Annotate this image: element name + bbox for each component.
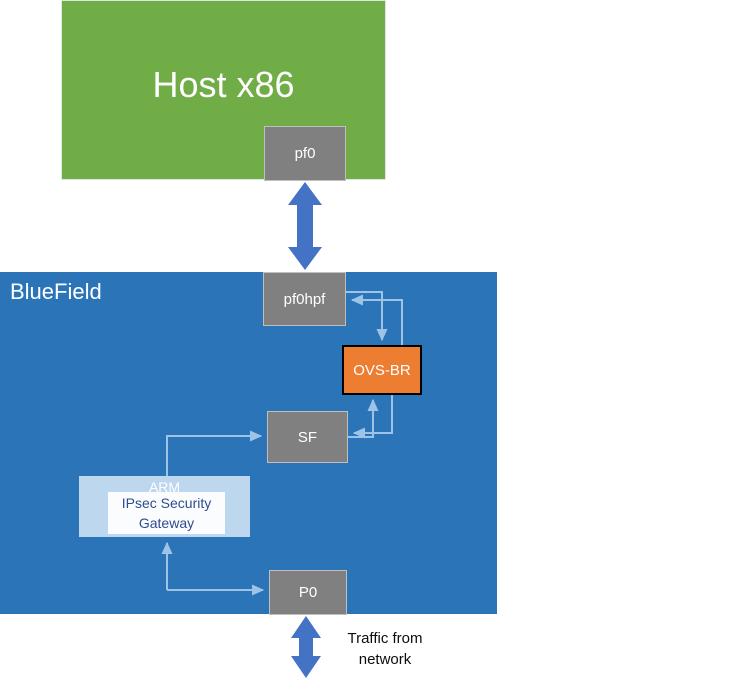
host-x86-label: Host x86 [152,64,295,105]
bluefield-label: BlueField [10,279,102,304]
host-x86-container: Host x86 [61,0,386,180]
ovs-bridge-label: OVS-BR [353,361,411,379]
port-p0[interactable]: P0 [269,570,347,615]
port-sf[interactable]: SF [267,411,348,463]
arm-container[interactable]: ARM IPsec Security Gateway [79,476,250,537]
double-arrow-network-p0 [291,616,321,678]
port-pf0hpf[interactable]: pf0hpf [263,272,346,326]
port-pf0-label: pf0 [294,145,316,162]
double-arrow-pf0-pf0hpf [288,182,322,270]
port-p0-label: P0 [298,584,318,601]
port-pf0hpf-label: pf0hpf [283,290,326,308]
port-pf0[interactable]: pf0 [264,126,346,181]
ipsec-security-gateway-label: IPsec Security Gateway [121,495,212,531]
ipsec-security-gateway-node[interactable]: IPsec Security Gateway [108,492,225,534]
traffic-from-network-label: Traffic from network [347,630,423,668]
bluefield-container [0,272,497,614]
port-sf-label: SF [297,428,318,446]
ovs-bridge-node[interactable]: OVS-BR [342,345,422,395]
arm-label: ARM [148,479,181,495]
